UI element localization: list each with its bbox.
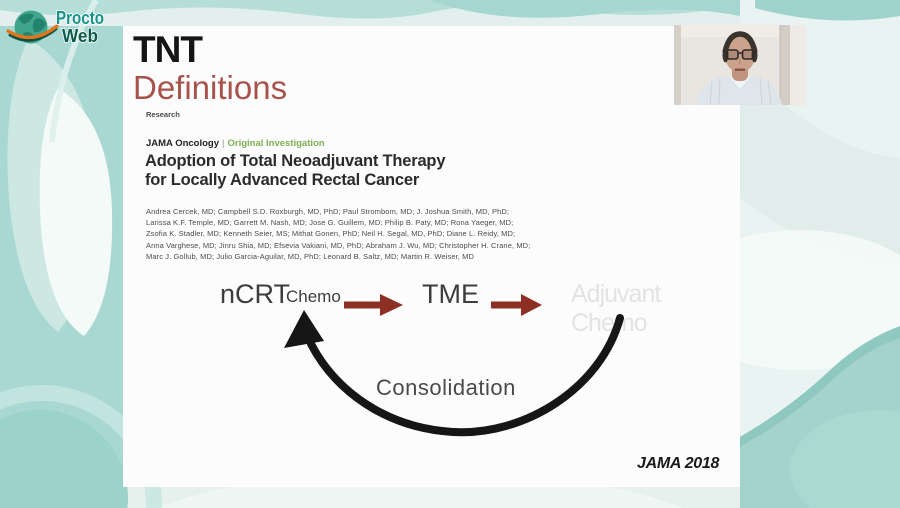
flow-arrow-icon [344, 294, 403, 316]
author-line: Andrea Cercek, MD; Campbell S.D. Roxburg… [146, 207, 510, 216]
face [724, 35, 756, 73]
proctoweb-logo: Procto Web [6, 2, 124, 56]
paper-title-line2: for Locally Advanced Rectal Cancer [145, 171, 420, 189]
journal-line: JAMA Oncology|Original Investigation [146, 138, 325, 149]
proctoweb-logo-icon: Procto Web [6, 7, 105, 47]
diagram-step-adjuvant-chemo: Adjuvant Chemo [571, 280, 661, 337]
hair [722, 31, 758, 53]
swoosh-orange-icon [6, 24, 59, 40]
slide-title: TNT [133, 29, 203, 70]
diagram-step-ncrt: nCRT [220, 279, 291, 309]
brand-name-bottom: Web [62, 26, 98, 46]
journal-name: JAMA Oncology [146, 138, 220, 149]
speaker-avatar [674, 25, 806, 105]
paper-title-line1: Adoption of Total Neoadjuvant Therapy [145, 152, 446, 170]
speaker-webcam-video [674, 25, 806, 105]
swoosh-dark-icon [8, 27, 58, 42]
author-line: Zsofia K. Stadler, MD; Kenneth Seier, MS… [146, 229, 516, 239]
paper-kicker: Research [146, 110, 180, 119]
author-line: Anna Varghese, MD; Jinru Shia, MD; Efsev… [146, 240, 531, 250]
paper-title: Adoption of Total Neoadjuvant Therapy fo… [145, 152, 445, 190]
article-type: Original Investigation [227, 138, 325, 149]
diagram-step-tme: TME [422, 279, 479, 309]
journal-separator: | [222, 138, 225, 149]
author-line: Marc J. Gollub, MD; Julio Garcia-Aguilar… [146, 251, 475, 261]
brand-name-top: Procto [56, 8, 104, 28]
glasses-icon [724, 49, 757, 60]
author-line: Larissa K.F. Temple, MD; Garrett M. Nash… [146, 218, 514, 228]
presentation-slide: TNT Definitions Research JAMA Oncology|O… [123, 26, 740, 487]
diagram-step-ncrt-note: Chemo [286, 287, 341, 306]
flow-arrow-icon [491, 294, 542, 316]
slide-subtitle: Definitions [133, 69, 288, 106]
slide-citation: JAMA 2018 [637, 455, 720, 472]
author-list: Andrea Cercek, MD; Campbell S.D. Roxburg… [146, 206, 530, 262]
diagram-loop-label: Consolidation [376, 375, 516, 400]
